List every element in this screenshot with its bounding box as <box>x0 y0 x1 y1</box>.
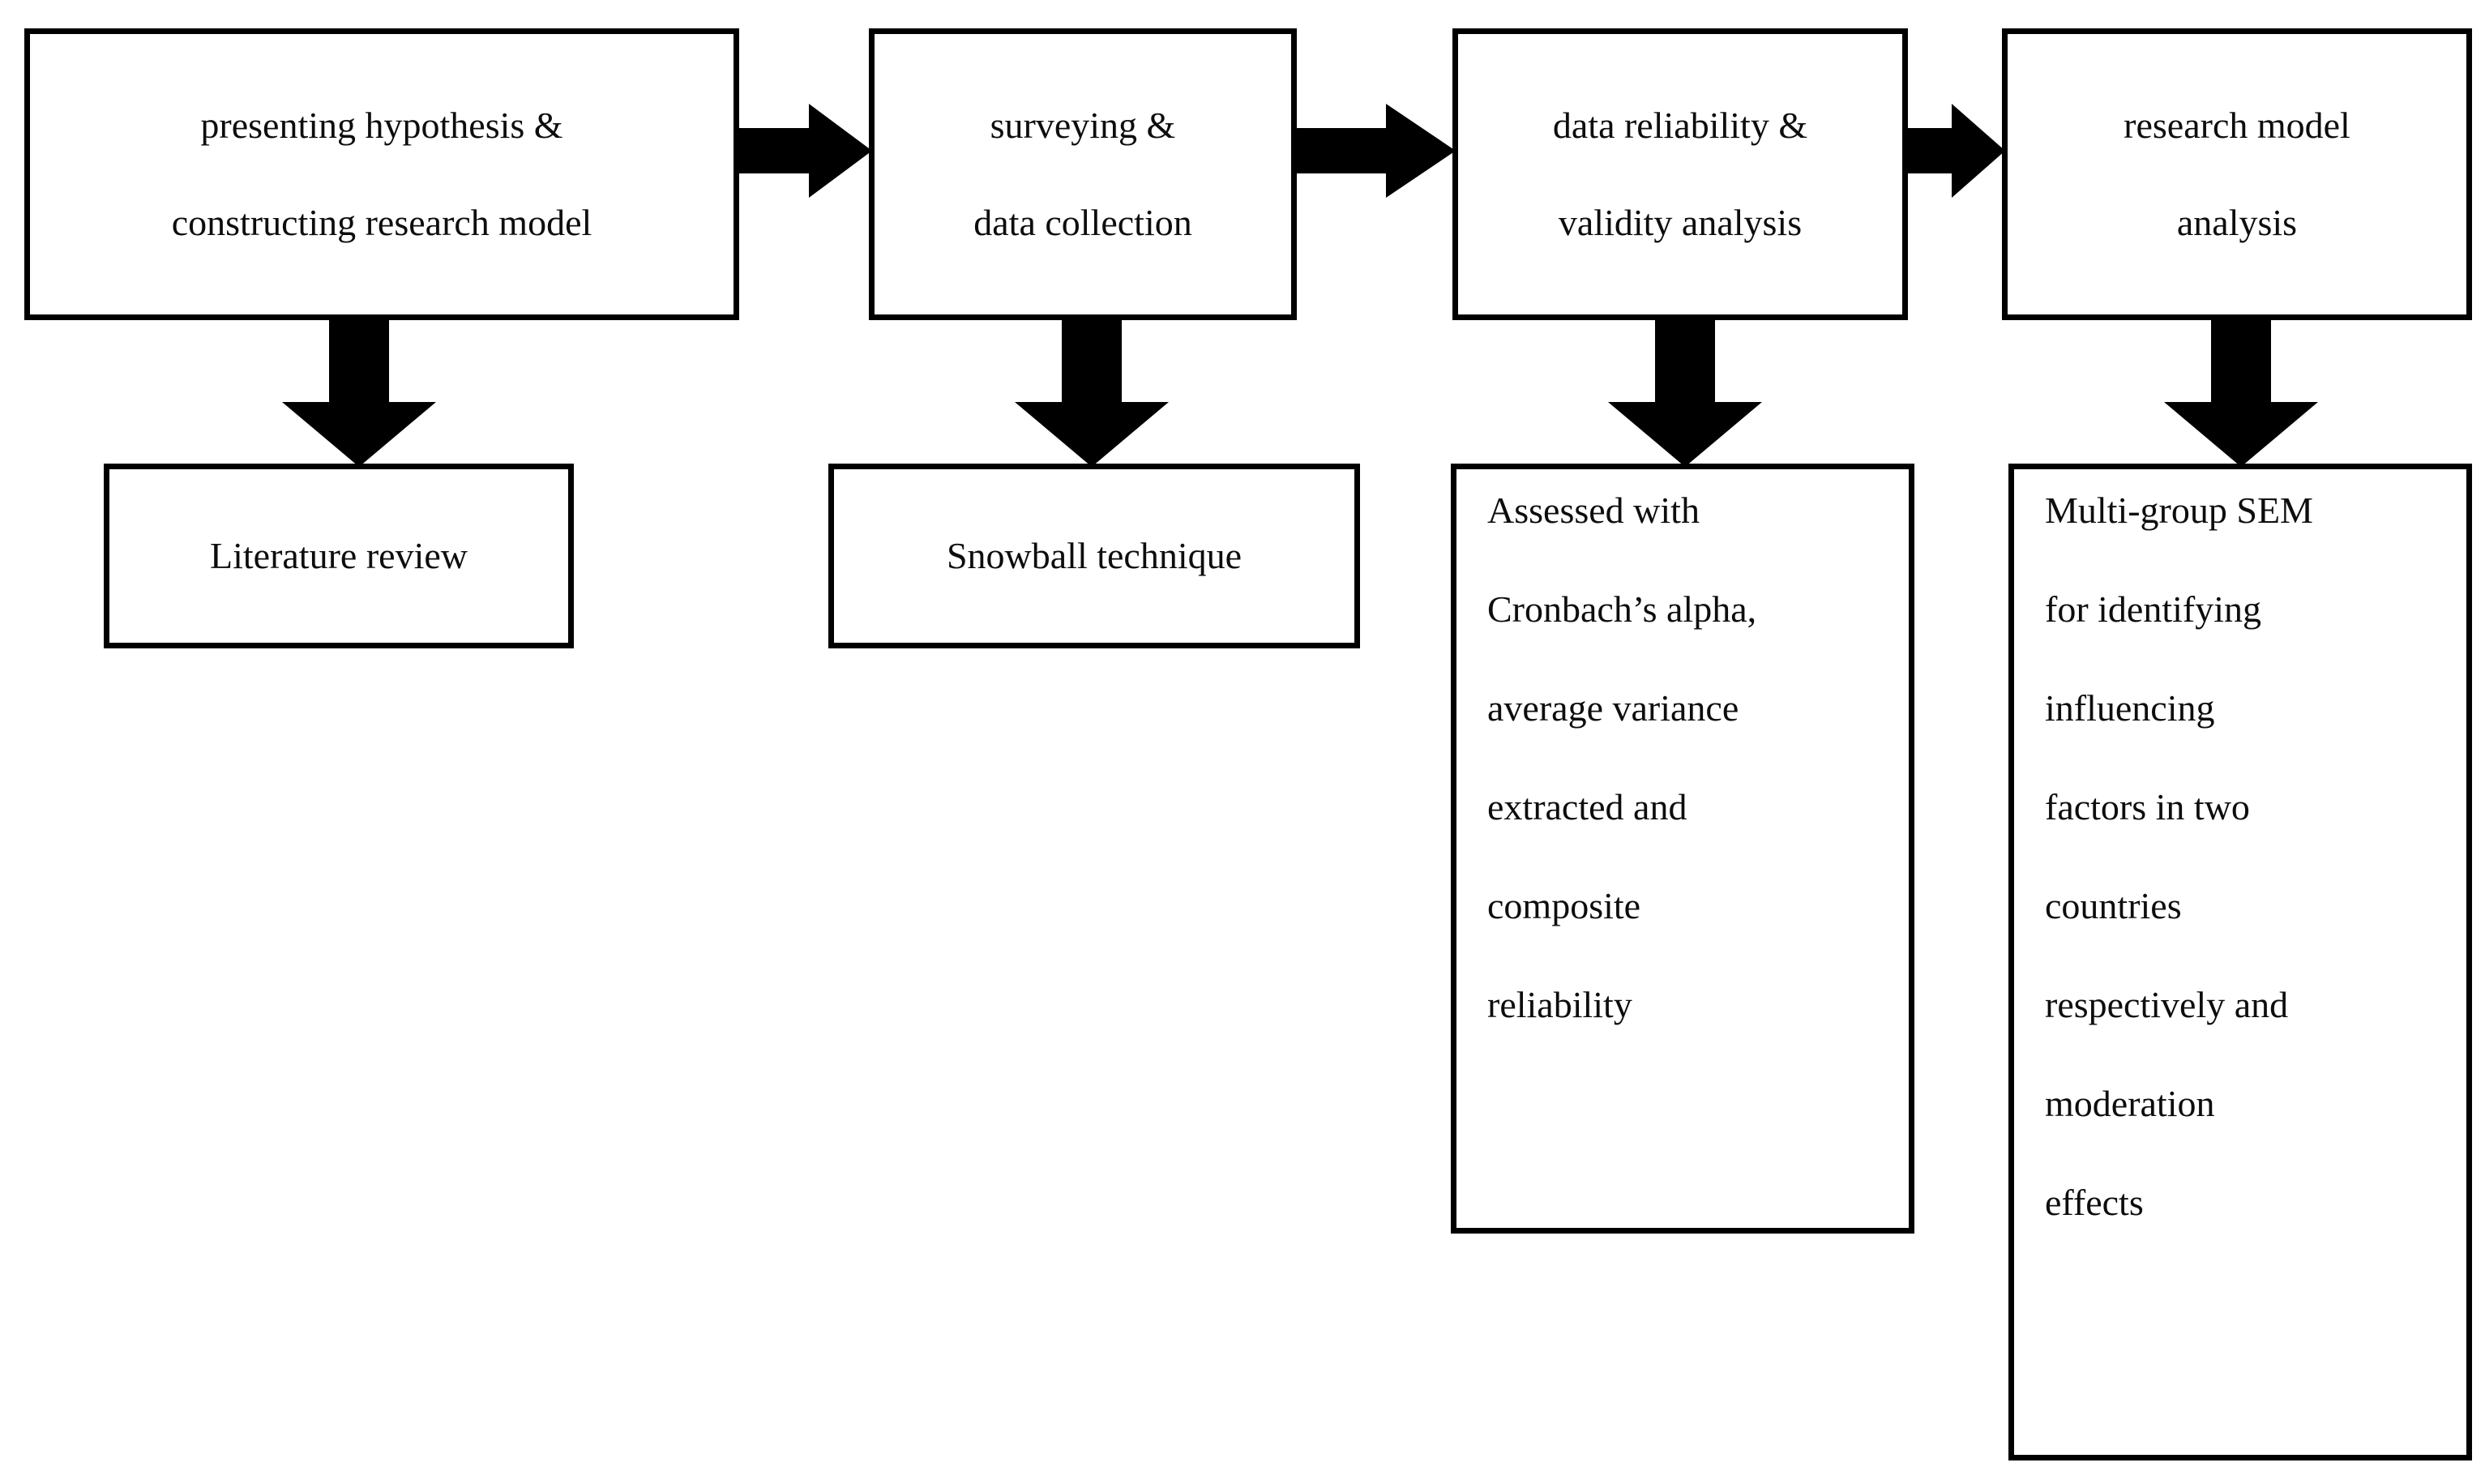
detail-box-3-line-2: Cronbach’s alpha, <box>1487 588 1757 630</box>
arrow-down-icon-stage1-to-detail1 <box>282 318 436 467</box>
detail-box-2[interactable]: Snowball technique <box>828 464 1360 648</box>
stage-box-1[interactable]: presenting hypothesis & constructing res… <box>24 28 739 320</box>
arrow-right-icon-stage3-to-stage4 <box>1903 104 2005 198</box>
detail-box-3-line-4: extracted and <box>1487 786 1687 828</box>
arrow-down-icon-stage2-to-detail2 <box>1015 318 1169 467</box>
detail-box-4-line-5: countries <box>2045 885 2182 926</box>
detail-box-4-line-4: factors in two <box>2045 786 2250 828</box>
detail-box-3-line-3: average variance <box>1487 687 1739 729</box>
stage-box-3[interactable]: data reliability & validity analysis <box>1452 28 1908 320</box>
stage-box-4-line-1: research model <box>2124 105 2350 146</box>
detail-box-4-line-7: moderation <box>2045 1083 2215 1124</box>
detail-box-3[interactable]: Assessed with Cronbach’s alpha, average … <box>1451 464 1914 1234</box>
arrow-right-icon-stage1-to-stage2 <box>739 104 872 198</box>
arrow-down-icon-stage3-to-detail3 <box>1608 318 1762 467</box>
detail-box-1-line-1: Literature review <box>210 535 468 576</box>
stage-box-3-line-2: validity analysis <box>1558 202 1803 243</box>
detail-box-3-line-6: reliability <box>1487 984 1632 1025</box>
detail-box-4-line-8: effects <box>2045 1182 2144 1223</box>
stage-box-2-line-1: surveying & <box>990 105 1176 146</box>
detail-box-4-line-6: respectively and <box>2045 984 2289 1025</box>
detail-box-4[interactable]: Multi-group SEM for identifying influenc… <box>2008 464 2472 1460</box>
stage-box-3-line-1: data reliability & <box>1552 105 1808 146</box>
stage-box-4[interactable]: research model analysis <box>2002 28 2472 320</box>
detail-box-3-line-5: composite <box>1487 885 1641 926</box>
stage-box-1-line-2: constructing research model <box>171 202 592 243</box>
stage-box-2-line-2: data collection <box>973 202 1192 243</box>
detail-box-4-line-3: influencing <box>2045 687 2215 729</box>
detail-box-4-line-1: Multi-group SEM <box>2045 490 2313 531</box>
arrow-right-icon-stage2-to-stage3 <box>1297 104 1456 198</box>
arrow-down-icon-stage4-to-detail4 <box>2164 318 2318 467</box>
detail-box-3-line-1: Assessed with <box>1487 490 1700 531</box>
stage-box-2[interactable]: surveying & data collection <box>869 28 1297 320</box>
stage-box-1-line-1: presenting hypothesis & <box>200 105 563 146</box>
detail-box-2-line-1: Snowball technique <box>946 535 1242 576</box>
detail-box-1[interactable]: Literature review <box>104 464 574 648</box>
stage-box-4-line-2: analysis <box>2176 202 2298 243</box>
detail-box-4-line-2: for identifying <box>2045 588 2261 630</box>
